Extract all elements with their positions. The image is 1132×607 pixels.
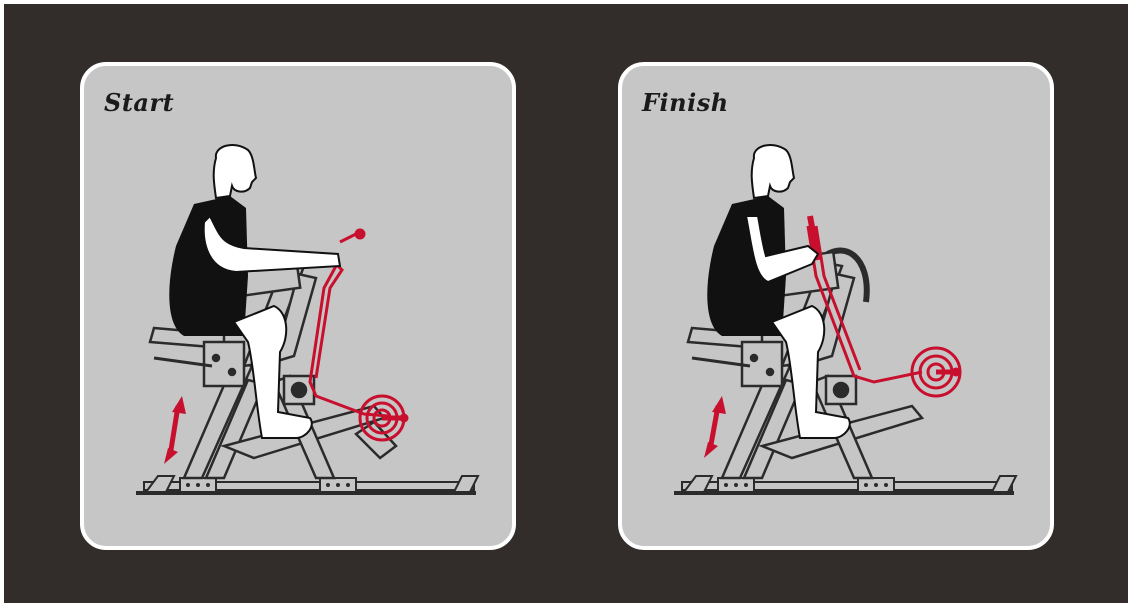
machine-pivot	[826, 376, 856, 404]
seat-adjust-arrow-icon	[704, 396, 726, 458]
finish-panel: Finish	[618, 62, 1054, 550]
finish-illustration	[622, 66, 1050, 546]
machine-seat	[150, 328, 244, 386]
start-illustration	[84, 66, 512, 546]
start-panel: Start	[80, 62, 516, 550]
illustration-frame: Start	[4, 4, 1128, 603]
seat-adjust-arrow-icon	[164, 396, 186, 464]
machine-seat	[688, 328, 782, 386]
